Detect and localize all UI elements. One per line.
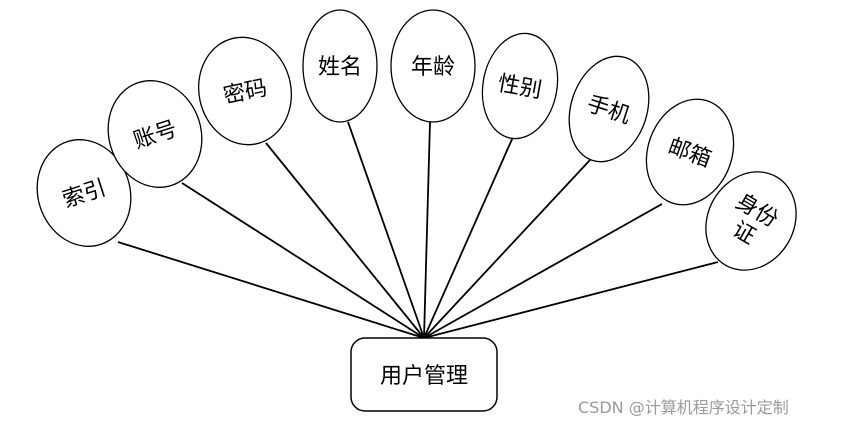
watermark: CSDN @计算机程序设计定制 xyxy=(578,398,789,417)
attribute-index: 索引 xyxy=(36,139,132,247)
connector-gender xyxy=(423,136,514,339)
attribute-ellipse-gender xyxy=(481,32,559,140)
attribute-label-age: 年龄 xyxy=(411,55,455,80)
connector-lines xyxy=(117,121,719,339)
connector-phone xyxy=(423,159,591,339)
attribute-label-name: 姓名 xyxy=(318,55,362,80)
attribute-ellipse-index xyxy=(36,139,132,247)
attribute-age: 年龄 xyxy=(390,9,476,123)
attribute-password: 密码 xyxy=(197,36,293,146)
entity-label: 用户管理 xyxy=(380,364,468,389)
connector-email xyxy=(423,203,663,339)
entity-box xyxy=(350,337,498,412)
attribute-email: 邮箱 xyxy=(645,98,735,206)
connector-index xyxy=(117,241,425,339)
connector-account xyxy=(181,182,425,339)
attribute-gender: 性别 xyxy=(481,32,559,140)
attribute-ellipse-email xyxy=(645,98,735,206)
attribute-ellipse-age xyxy=(390,9,476,123)
attribute-ellipse-phone xyxy=(568,55,650,163)
attribute-ellipse-name xyxy=(302,9,378,123)
attribute-ellipse-account xyxy=(107,80,203,188)
connector-password xyxy=(265,142,425,339)
attribute-ellipse-password xyxy=(197,36,293,146)
connector-age xyxy=(423,121,431,339)
connector-name xyxy=(347,121,425,339)
attribute-idcard: 身份证 xyxy=(705,171,797,271)
attribute-ellipse-idcard xyxy=(705,171,797,271)
attribute-name: 姓名 xyxy=(302,9,378,123)
attribute-account: 账号 xyxy=(107,80,203,188)
connector-idcard xyxy=(423,261,719,339)
attribute-phone: 手机 xyxy=(568,55,650,163)
